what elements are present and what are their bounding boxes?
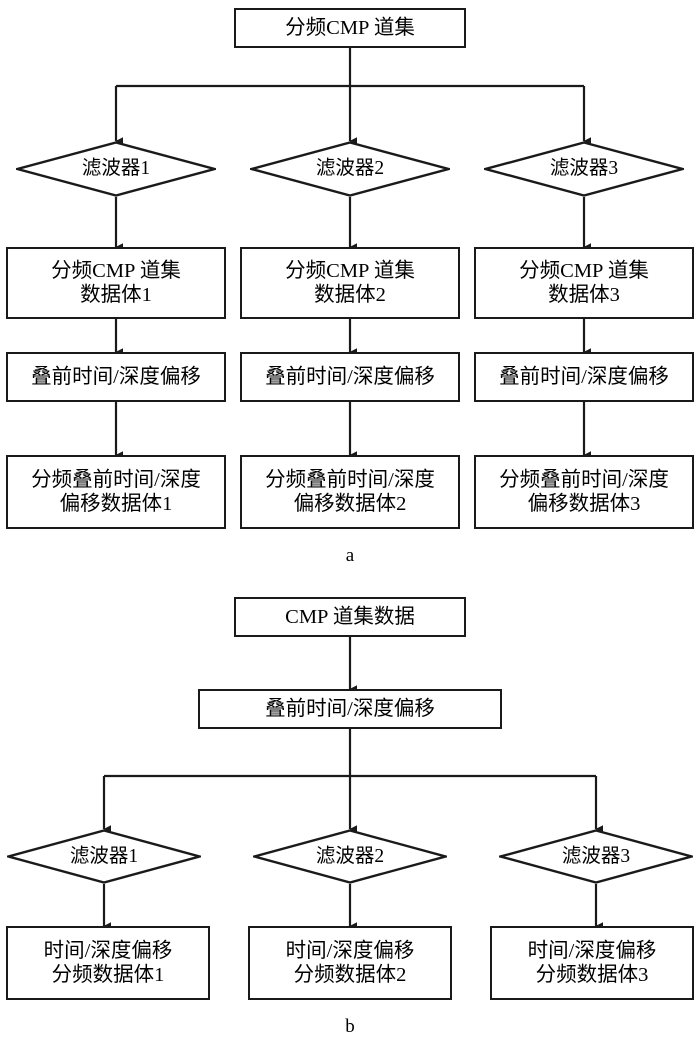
- panel-a-result-3-label: 分频叠前时间/深度 偏移数据体3: [499, 468, 669, 515]
- panel-a-migration-2-label: 叠前时间/深度偏移: [265, 365, 435, 388]
- diamond-shape-icon: [7, 829, 201, 884]
- panel-a-gather-box-3[interactable]: 分频CMP 道集 数据体3: [474, 247, 694, 319]
- panel-a-migration-3-label: 叠前时间/深度偏移: [499, 365, 669, 388]
- diamond-shape-icon: [484, 141, 684, 197]
- panel-b-filter-1-label: 滤波器1: [69, 845, 139, 867]
- panel-a-result-box-1[interactable]: 分频叠前时间/深度 偏移数据体1: [6, 455, 226, 529]
- panel-a-root-box[interactable]: 分频CMP 道集: [234, 8, 466, 48]
- panel-a-filter-2-label: 滤波器2: [315, 158, 385, 180]
- panel-a-migration-box-1[interactable]: 叠前时间/深度偏移: [6, 352, 226, 402]
- panel-a-result-box-2[interactable]: 分频叠前时间/深度 偏移数据体2: [240, 455, 460, 529]
- panel-b-filter-1[interactable]: 滤波器1: [7, 829, 201, 884]
- panel-a-root-label: 分频CMP 道集: [285, 16, 415, 39]
- panel-a-migration-box-3[interactable]: 叠前时间/深度偏移: [474, 352, 694, 402]
- diamond-shape-icon: [16, 141, 216, 197]
- panel-b-root-label: CMP 道集数据: [285, 605, 415, 628]
- panel-a-filter-1[interactable]: 滤波器1: [16, 141, 216, 197]
- diamond-shape-icon: [253, 829, 447, 884]
- panel-b-result-box-1[interactable]: 时间/深度偏移 分频数据体1: [6, 926, 210, 1000]
- panel-b-result-box-3[interactable]: 时间/深度偏移 分频数据体3: [490, 926, 694, 1000]
- panel-b-filter-3-label: 滤波器3: [561, 845, 631, 867]
- panel-a-gather-3-label: 分频CMP 道集 数据体3: [519, 259, 649, 306]
- panel-b-filter-3[interactable]: 滤波器3: [499, 829, 693, 884]
- panel-a-gather-box-2[interactable]: 分频CMP 道集 数据体2: [240, 247, 460, 319]
- panel-a-gather-box-1[interactable]: 分频CMP 道集 数据体1: [6, 247, 226, 319]
- panel-a-caption: a: [345, 545, 355, 566]
- panel-a-filter-3[interactable]: 滤波器3: [484, 141, 684, 197]
- panel-a-filter-2[interactable]: 滤波器2: [250, 141, 450, 197]
- panel-b-filter-2[interactable]: 滤波器2: [253, 829, 447, 884]
- panel-b-filter-2-label: 滤波器2: [315, 845, 385, 867]
- panel-b-result-box-2[interactable]: 时间/深度偏移 分频数据体2: [248, 926, 452, 1000]
- panel-b-result-1-label: 时间/深度偏移 分频数据体1: [43, 939, 173, 986]
- panel-b-result-2-label: 时间/深度偏移 分频数据体2: [285, 939, 415, 986]
- panel-b-caption: b: [345, 1016, 355, 1037]
- panel-b-result-3-label: 时间/深度偏移 分频数据体3: [527, 939, 657, 986]
- panel-a-result-1-label: 分频叠前时间/深度 偏移数据体1: [31, 468, 201, 515]
- panel-b-root-box[interactable]: CMP 道集数据: [234, 597, 466, 637]
- panel-a-migration-box-2[interactable]: 叠前时间/深度偏移: [240, 352, 460, 402]
- diamond-shape-icon: [250, 141, 450, 197]
- diamond-shape-icon: [499, 829, 693, 884]
- panel-b-migration-label: 叠前时间/深度偏移: [265, 697, 435, 720]
- panel-b-migration-box[interactable]: 叠前时间/深度偏移: [198, 689, 502, 729]
- panel-a-filter-1-label: 滤波器1: [81, 158, 151, 180]
- panel-a-result-box-3[interactable]: 分频叠前时间/深度 偏移数据体3: [474, 455, 694, 529]
- panel-a-result-2-label: 分频叠前时间/深度 偏移数据体2: [265, 468, 435, 515]
- panel-a-gather-2-label: 分频CMP 道集 数据体2: [285, 259, 415, 306]
- panel-a-migration-1-label: 叠前时间/深度偏移: [31, 365, 201, 388]
- panel-a-filter-3-label: 滤波器3: [549, 158, 619, 180]
- panel-a-gather-1-label: 分频CMP 道集 数据体1: [51, 259, 181, 306]
